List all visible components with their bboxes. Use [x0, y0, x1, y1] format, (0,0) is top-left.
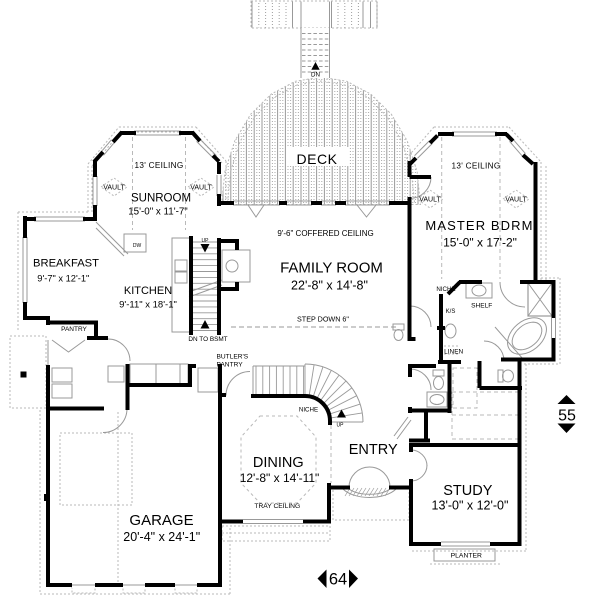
- svg-text:15'-0" x 17'-2": 15'-0" x 17'-2": [443, 236, 517, 250]
- svg-text:GARAGE: GARAGE: [129, 512, 193, 529]
- svg-text:SHELF: SHELF: [471, 303, 492, 310]
- svg-text:VAULT: VAULT: [419, 197, 441, 204]
- svg-text:DW: DW: [133, 243, 142, 249]
- svg-text:VAULT: VAULT: [103, 185, 125, 192]
- svg-text:STEP DOWN 6": STEP DOWN 6": [297, 315, 349, 324]
- svg-text:13' CEILING: 13' CEILING: [134, 161, 183, 170]
- svg-text:9'-6" COFFERED CEILING: 9'-6" COFFERED CEILING: [277, 229, 373, 238]
- svg-text:12'-8" x 14'-11": 12'-8" x 14'-11": [240, 471, 320, 485]
- svg-text:DINING: DINING: [253, 455, 304, 471]
- svg-text:NICHE: NICHE: [436, 286, 455, 293]
- svg-text:DECK: DECK: [297, 151, 338, 167]
- svg-text:13'-0" x 12'-0": 13'-0" x 12'-0": [432, 499, 509, 513]
- svg-text:KITCHEN: KITCHEN: [124, 285, 172, 297]
- svg-text:VAULT: VAULT: [190, 185, 212, 192]
- svg-text:DN: DN: [311, 72, 320, 79]
- svg-text:9'-11" x 18'-1": 9'-11" x 18'-1": [119, 300, 177, 311]
- svg-text:22'-8" x 14'-8": 22'-8" x 14'-8": [291, 279, 368, 293]
- svg-text:20'-4" x 24'-1": 20'-4" x 24'-1": [123, 530, 200, 544]
- svg-text:PANTRY: PANTRY: [217, 361, 244, 368]
- svg-text:ENTRY: ENTRY: [349, 442, 398, 458]
- svg-text:MASTER BDRM: MASTER BDRM: [425, 218, 533, 233]
- svg-text:15'-0" x 11'-7": 15'-0" x 11'-7": [128, 207, 188, 218]
- svg-text:13' CEILING: 13' CEILING: [451, 161, 500, 170]
- svg-text:LINEN: LINEN: [444, 349, 463, 356]
- svg-text:K/S: K/S: [446, 309, 456, 315]
- svg-text:SUNROOM: SUNROOM: [131, 192, 191, 204]
- svg-text:55: 55: [558, 408, 576, 425]
- svg-text:BUTLER'S: BUTLER'S: [217, 354, 249, 361]
- svg-text:BREAKFAST: BREAKFAST: [33, 258, 99, 270]
- svg-text:VAULT: VAULT: [505, 197, 527, 204]
- svg-text:STUDY: STUDY: [443, 483, 492, 499]
- svg-text:UP: UP: [202, 238, 210, 244]
- svg-text:UP: UP: [337, 423, 345, 429]
- svg-text:64: 64: [329, 571, 347, 589]
- svg-text:NICHE: NICHE: [299, 407, 318, 414]
- svg-text:PLANTER: PLANTER: [451, 553, 482, 560]
- svg-text:DN TO BSMT: DN TO BSMT: [188, 336, 227, 343]
- svg-text:FAMILY ROOM: FAMILY ROOM: [280, 259, 383, 276]
- svg-text:9'-7" x 12'-1": 9'-7" x 12'-1": [37, 273, 89, 283]
- svg-text:PANTRY: PANTRY: [61, 326, 87, 333]
- svg-text:TRAY CEILING: TRAY CEILING: [254, 503, 300, 510]
